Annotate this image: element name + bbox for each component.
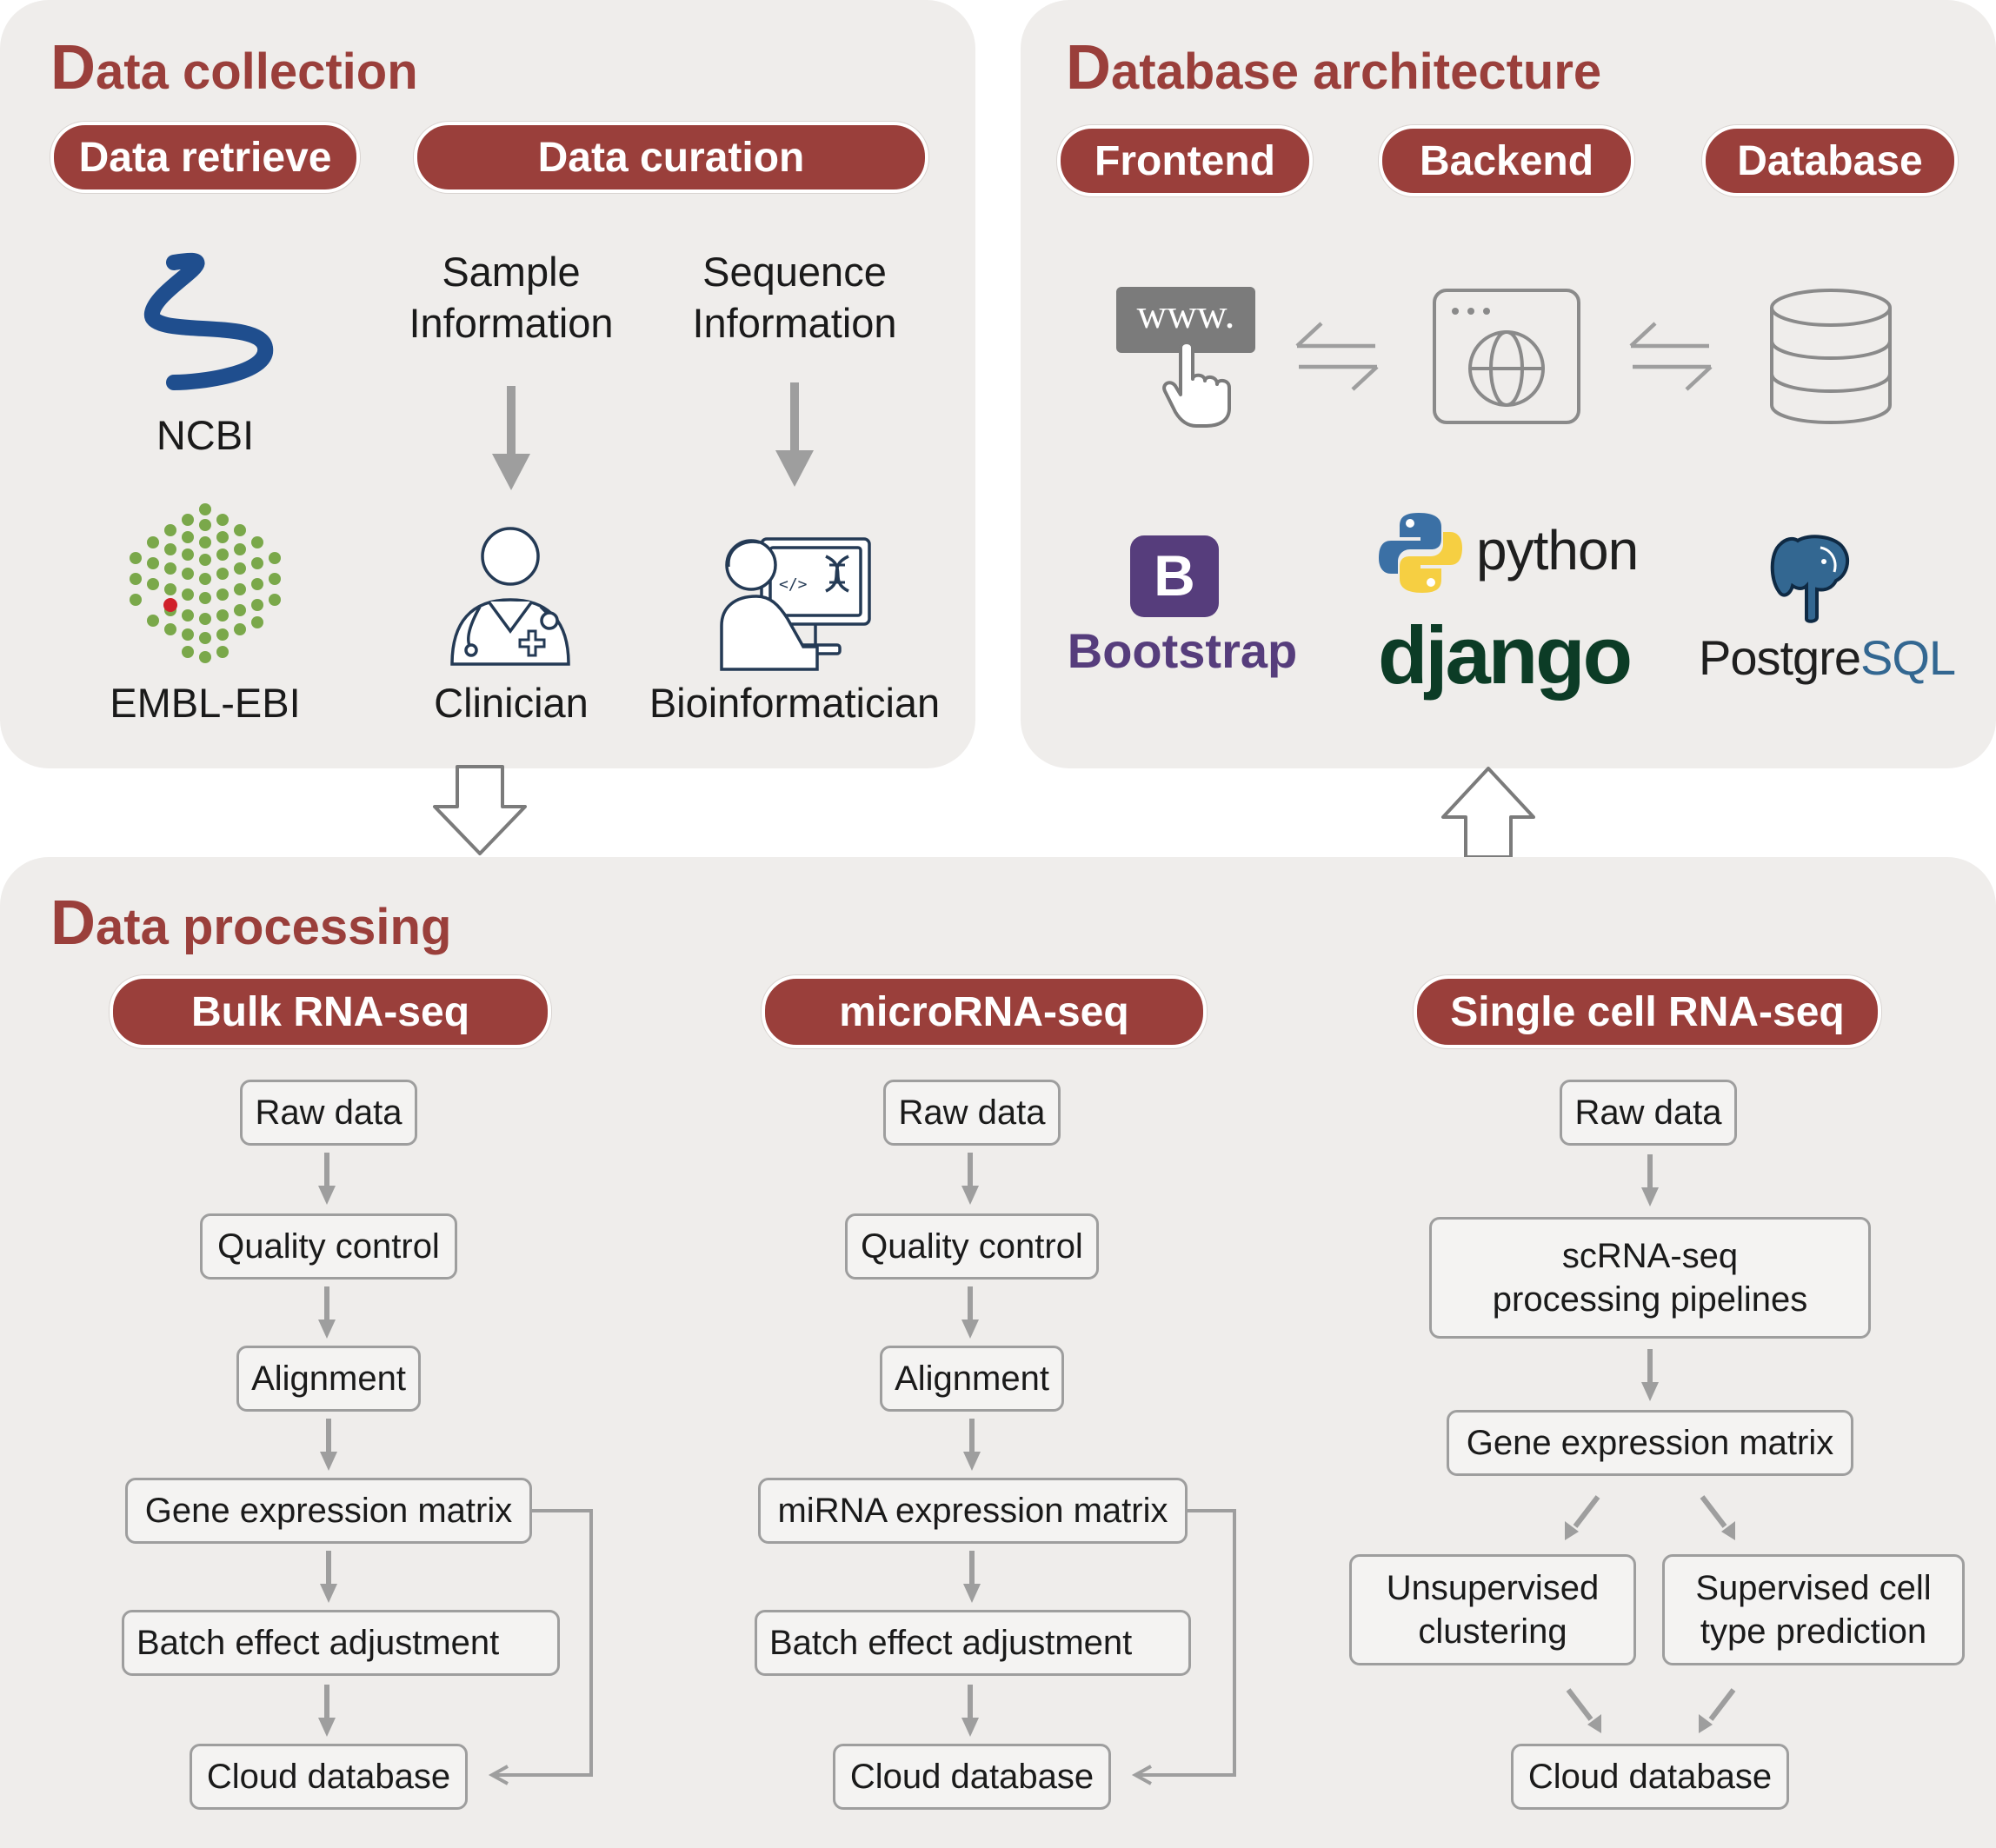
ncbi-label: NCBI (156, 412, 255, 458)
mirna-alignment-box: Alignment (880, 1346, 1064, 1412)
bulk-quality-control-box: Quality control (200, 1213, 457, 1280)
mirna-quality-control-box: Quality control (845, 1213, 1099, 1280)
down-arrow-icon (492, 386, 530, 490)
bootstrap-label: Bootstrap (1067, 623, 1298, 678)
exchange-arrows-icon (1295, 322, 1379, 391)
bioinformatician-label: Bioinformatician (649, 680, 941, 726)
data-retrieve-pill: Data retrieve (50, 122, 360, 193)
postgresql-label-b: SQL (1860, 630, 1956, 685)
data-processing-title: Data processing (50, 892, 451, 954)
bulk-raw-data-box: Raw data (240, 1080, 417, 1146)
clinician-label: Clinician (434, 680, 589, 726)
sc-unsupervised-clustering-box: Unsupervised clustering (1349, 1554, 1636, 1665)
mirna-batch-effect-box: Batch effect adjustment (755, 1610, 1191, 1676)
mirna-raw-data-box: Raw data (883, 1080, 1061, 1146)
sc-gene-expression-matrix-box: Gene expression matrix (1447, 1410, 1853, 1476)
postgresql-elephant-icon (1770, 535, 1850, 623)
bootstrap-logo-icon (1130, 535, 1219, 617)
sc-pipelines-box: scRNA-seq processing pipelines (1429, 1217, 1871, 1339)
mirna-flow-arrows (961, 1153, 1236, 1785)
bulk-rna-seq-pill: Bulk RNA-seq (110, 975, 551, 1048)
sample-information-label: Sample Information (409, 249, 614, 346)
up-flow-arrow-icon (1441, 767, 1535, 859)
title-rest: ata processing (96, 899, 452, 955)
down-flow-arrow-icon (433, 765, 527, 855)
exchange-arrows-icon (1629, 322, 1713, 391)
bootstrap-logo-letter: B (1154, 543, 1195, 608)
postgresql-label-a: Postgre (1699, 630, 1861, 685)
title-initial: D (50, 888, 96, 958)
web-server-icon (1433, 289, 1580, 424)
database-pill: Database (1702, 125, 1958, 196)
mirna-expression-matrix-box: miRNA expression matrix (758, 1478, 1188, 1544)
backend-pill: Backend (1379, 125, 1634, 196)
database-icon (1770, 289, 1892, 425)
data-collection-title: Data collection (50, 37, 418, 99)
postgresql-label: PostgreSQL (1699, 629, 1956, 686)
down-arrow-icon (775, 382, 814, 487)
sc-cloud-database-box: Cloud database (1511, 1744, 1789, 1810)
sc-flow-arrows (1565, 1154, 1736, 1733)
pointer-hand-icon (1162, 341, 1231, 428)
bioinformatician-icon: </> (720, 537, 871, 671)
title-rest: atabase architecture (1111, 43, 1602, 100)
database-architecture-title: Database architecture (1066, 37, 1601, 99)
frontend-pill: Frontend (1057, 125, 1313, 196)
microrna-seq-pill: microRNA-seq (762, 975, 1207, 1048)
ncbi-icon (144, 252, 273, 390)
title-initial: D (50, 33, 96, 103)
bulk-alignment-box: Alignment (236, 1346, 421, 1412)
mirna-cloud-database-box: Cloud database (833, 1744, 1111, 1810)
bulk-batch-effect-box: Batch effect adjustment (122, 1610, 560, 1676)
data-curation-pill: Data curation (414, 122, 928, 193)
title-initial: D (1066, 33, 1111, 103)
sequence-information-label: Sequence Information (692, 249, 897, 346)
sc-raw-data-box: Raw data (1560, 1080, 1737, 1146)
svg-text:</>: </> (779, 575, 808, 594)
sc-supervised-prediction-box: Supervised cell type prediction (1662, 1554, 1965, 1665)
bulk-gene-expression-matrix-box: Gene expression matrix (125, 1478, 532, 1544)
python-logo-icon (1379, 513, 1462, 593)
django-label: django (1377, 609, 1633, 701)
python-label: python (1476, 519, 1639, 582)
bulk-flow-arrows (318, 1153, 593, 1785)
single-cell-rna-seq-pill: Single cell RNA-seq (1414, 975, 1881, 1048)
title-rest: ata collection (96, 43, 418, 100)
clinician-icon (450, 527, 570, 666)
www-label: www. (1136, 291, 1235, 337)
embl-ebi-label: EMBL-EBI (110, 680, 301, 726)
embl-ebi-icon (130, 503, 281, 663)
bulk-cloud-database-box: Cloud database (190, 1744, 468, 1810)
